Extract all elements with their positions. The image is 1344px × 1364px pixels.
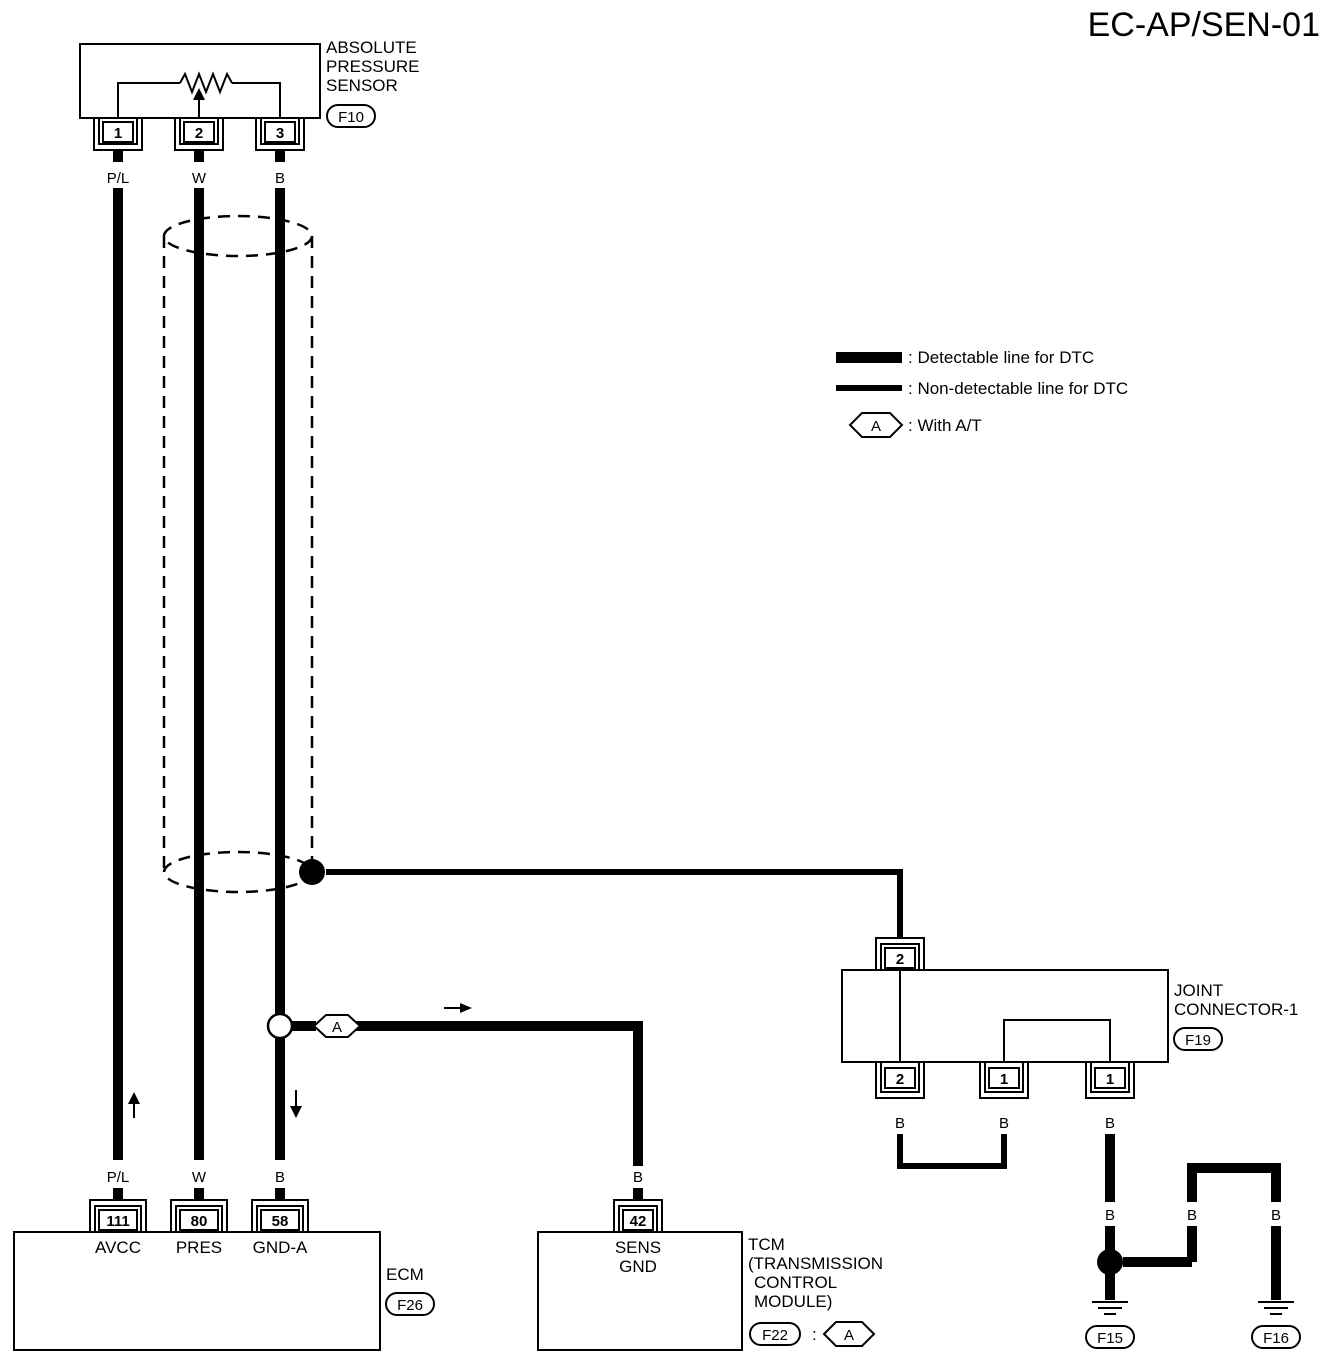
ground-symbol-icon	[1092, 1301, 1128, 1315]
sensor-wire-color-3: B	[275, 170, 285, 187]
joint-wire-color-1: B	[895, 1115, 905, 1132]
legend-detectable-swatch	[836, 352, 902, 363]
connector-label-f10: F10	[338, 109, 364, 126]
absolute-pressure-sensor: ABSOLUTE PRESSURE SENSOR F10 1 2 3 P/L W…	[79, 38, 420, 187]
tcm-connector-separator: :	[812, 1325, 817, 1344]
ground-circuit: B B B F15 F16	[1085, 1134, 1301, 1349]
ecm-wire-color-3: B	[275, 1169, 285, 1186]
sensor-pin-1-number: 1	[114, 125, 122, 142]
splice-open	[266, 1012, 294, 1040]
connector-badge-f19	[1173, 1027, 1223, 1051]
joint-bottom-pin-1: 2	[875, 1062, 925, 1099]
tcm-name-line-3: CONTROL	[754, 1273, 837, 1292]
tcm-name-line-4: MODULE)	[754, 1292, 832, 1311]
tcm-terminal-line-2: GND	[619, 1257, 657, 1276]
connector-label-f16: F16	[1263, 1330, 1289, 1347]
connector-badge-f26	[385, 1292, 435, 1316]
tcm-pin-number: 42	[630, 1213, 647, 1230]
legend: : Detectable line for DTC : Non-detectab…	[836, 348, 1128, 438]
ecm-pin-2-number: 80	[191, 1213, 208, 1230]
tcm-pin-42: 42	[613, 1199, 663, 1232]
sensor-pin-2-number: 2	[195, 125, 203, 142]
connector-badge-f22	[749, 1322, 801, 1346]
potentiometer-icon	[179, 71, 233, 95]
ecm: P/L W B 111 80 58 AVCC PRES GND-A ECM F2…	[13, 1169, 435, 1351]
diagram-title: EC-AP/SEN-01	[1088, 6, 1320, 44]
legend-non-detectable-swatch	[836, 385, 902, 391]
signal-arrow-down-icon	[290, 1090, 302, 1118]
ground-wire-color-2: B	[1187, 1207, 1197, 1224]
joint-top-pin-number: 2	[896, 951, 904, 968]
connector-badge-f15	[1085, 1325, 1135, 1349]
legend-detectable-text: : Detectable line for DTC	[908, 348, 1094, 367]
tcm-option-symbol	[822, 1321, 876, 1347]
ground-symbol-icon	[1258, 1301, 1294, 1315]
wiper-arrow-icon	[193, 88, 205, 100]
sensor-pin-2: 2	[174, 118, 224, 151]
joint-bottom-pin-1-number: 2	[896, 1071, 904, 1088]
tcm: B 42 SENS GND TCM (TRANSMISSION CONTROL …	[537, 1169, 883, 1351]
signal-arrow-right-icon	[444, 1003, 472, 1013]
wire-tcm-sens-gnd	[356, 1021, 643, 1166]
joint-top-pin-2: 2	[875, 937, 925, 970]
joint-bottom-pin-2: 1	[979, 1062, 1029, 1099]
ecm-body	[13, 1231, 381, 1351]
ecm-pin-80: 80	[170, 1199, 228, 1232]
joint-bottom-pin-3-number: 1	[1106, 1071, 1114, 1088]
sensor-pin-3-number: 3	[276, 125, 284, 142]
ecm-name: ECM	[386, 1265, 424, 1284]
shield	[162, 214, 325, 894]
ecm-pin-58: 58	[251, 1199, 309, 1232]
shield-drain-splice	[299, 859, 325, 885]
tcm-terminal-line-1: SENS	[615, 1238, 661, 1257]
connector-badge-f10	[326, 104, 376, 128]
option-a-splice-tag: A	[312, 1014, 362, 1038]
ground-wire-color-3: B	[1271, 1207, 1281, 1224]
tcm-wire-color: B	[633, 1169, 643, 1186]
joint-bottom-pin-2-number: 1	[1000, 1071, 1008, 1088]
sensor-wire-color-2: W	[192, 170, 207, 187]
ecm-wire-color-2: W	[192, 1169, 207, 1186]
sensor-pin-1: 1	[93, 118, 143, 151]
ecm-terminal-gnd-a: GND-A	[253, 1238, 308, 1257]
main-wires: A	[113, 188, 903, 1166]
signal-arrow-up-icon	[128, 1092, 140, 1118]
ecm-wire-color-1: P/L	[107, 1169, 130, 1186]
joint-name-line-1: JOINT	[1174, 981, 1223, 1000]
ground-wire-color-1: B	[1105, 1207, 1115, 1224]
connector-label-f15: F15	[1097, 1330, 1123, 1347]
tcm-body	[537, 1231, 743, 1351]
tcm-option-letter: A	[844, 1327, 854, 1344]
sensor-name-line-2: PRESSURE	[326, 57, 420, 76]
legend-option-symbol	[848, 412, 904, 438]
joint-jumper-wire	[897, 1134, 1007, 1169]
joint-connector-1: 2 JOINT CONNECTOR-1 F19 2 1 1 B B B	[841, 937, 1298, 1169]
sensor-name-line-1: ABSOLUTE	[326, 38, 417, 57]
legend-non-detectable-text: : Non-detectable line for DTC	[908, 379, 1128, 398]
sensor-wire-color-1: P/L	[107, 170, 130, 187]
ecm-pin-1-number: 111	[106, 1213, 129, 1230]
ecm-terminal-avcc: AVCC	[95, 1238, 141, 1257]
joint-wire-color-2: B	[999, 1115, 1009, 1132]
splice-option-label: A	[332, 1019, 342, 1036]
tcm-name-line-1: TCM	[748, 1235, 785, 1254]
joint-bottom-pin-3: 1	[1085, 1062, 1135, 1099]
connector-label-f19: F19	[1185, 1032, 1211, 1049]
ecm-terminal-pres: PRES	[176, 1238, 222, 1257]
legend-option-text: : With A/T	[908, 416, 982, 435]
connector-label-f26: F26	[397, 1297, 423, 1314]
ground-splice	[1097, 1249, 1123, 1275]
sensor-name-line-3: SENSOR	[326, 76, 398, 95]
sensor-pin-3: 3	[255, 118, 305, 151]
wire-shield-drain	[326, 869, 903, 938]
joint-wire-color-3: B	[1105, 1115, 1115, 1132]
legend-option-letter: A	[871, 418, 881, 435]
connector-label-f22: F22	[762, 1327, 788, 1344]
tcm-name-line-2: (TRANSMISSION	[748, 1254, 883, 1273]
connector-badge-f16	[1251, 1325, 1301, 1349]
ecm-pin-111: 111	[89, 1199, 147, 1232]
ecm-pin-3-number: 58	[272, 1213, 289, 1230]
joint-name-line-2: CONNECTOR-1	[1174, 1000, 1298, 1019]
